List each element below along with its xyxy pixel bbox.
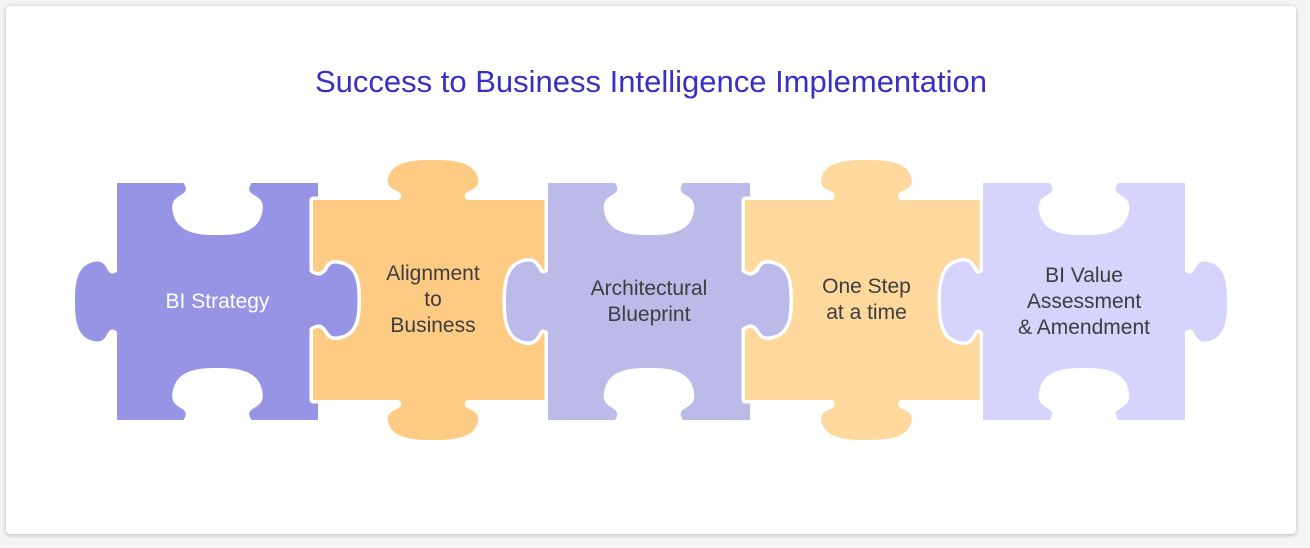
puzzle-piece xyxy=(502,179,796,424)
label-line: & Amendment xyxy=(1018,315,1150,339)
puzzle-piece xyxy=(71,179,364,424)
puzzle-piece-label: BI Strategy xyxy=(166,289,270,315)
label-line: Assessment xyxy=(1026,289,1142,313)
label-line: Blueprint xyxy=(607,302,691,326)
label-line: Business xyxy=(390,314,476,337)
puzzle-piece xyxy=(937,179,1231,424)
label-line: Architectural xyxy=(590,276,708,300)
label-line: BI Value xyxy=(1045,263,1123,287)
label-line: to xyxy=(424,288,442,311)
label-line: BI Strategy xyxy=(165,289,270,313)
label-line: One Step xyxy=(822,275,911,298)
label-line: Alignment xyxy=(386,262,480,285)
puzzle-piece-label: One Step at a time xyxy=(822,274,911,326)
label-line: at a time xyxy=(826,301,907,324)
diagram-title: Success to Business Intelligence Impleme… xyxy=(314,64,988,99)
